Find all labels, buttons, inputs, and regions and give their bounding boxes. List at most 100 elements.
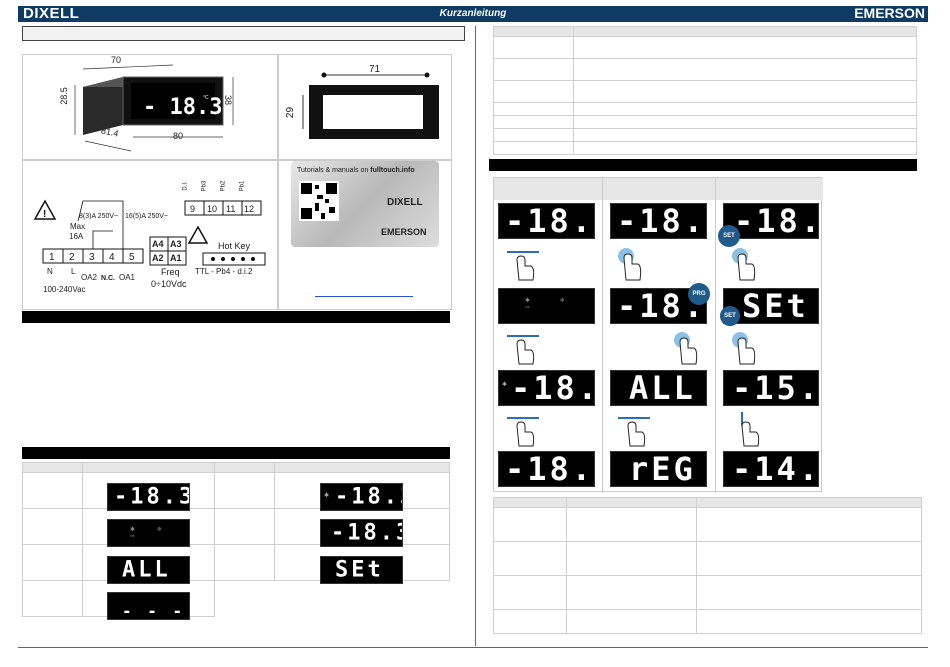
hand-swipe-icon-4 xyxy=(614,412,654,448)
hotkey-label: Hot Key xyxy=(218,241,251,251)
max-current: 16A xyxy=(69,232,84,241)
hand-press-icon-3 xyxy=(668,330,708,366)
step-display-14-value: -14.0 xyxy=(732,451,819,487)
dim-height-28-5: 28.5 xyxy=(58,87,69,105)
qr-caption-prefix: Tutorials & manuals on xyxy=(297,167,371,174)
step-display-all-value: ALL xyxy=(629,370,696,406)
step-display-1-value: -18.3 xyxy=(505,203,595,239)
step-display-final-temp-value: -18.3 xyxy=(505,451,595,487)
emerson-logo: EMERSON xyxy=(854,5,925,21)
terminal-3: 3 xyxy=(89,252,95,263)
device-display-value: - 18.3 xyxy=(143,95,223,120)
status-icons: ✱ ❄ ⇨ xyxy=(130,527,172,540)
display-temp-prg: -18.3 xyxy=(320,519,403,547)
grid-col-divider-1 xyxy=(602,178,603,493)
section-bar-1 xyxy=(22,311,450,323)
freq-range: 0÷10Vdc xyxy=(151,279,187,289)
header-bar: DIXELL Kurzanleitung EMERSON xyxy=(18,5,928,22)
relay1-rating: 8(3)A 250V~ xyxy=(79,213,119,220)
column-divider xyxy=(475,26,476,646)
step-display-temp-icons-value: -18.3 xyxy=(511,370,594,406)
device-display-unit: °C xyxy=(203,95,209,101)
step-display-reg: rEG xyxy=(610,451,707,487)
display-temp-icons-value: -18.3 xyxy=(335,484,402,510)
terminal-2: 2 xyxy=(69,252,75,263)
relay2-rating: 16(5)A 250V~ xyxy=(125,213,169,220)
step-display-set-value: SEt xyxy=(742,288,809,324)
display-all: ALL xyxy=(107,556,190,584)
terminal-5: 5 xyxy=(129,252,135,263)
qr-panel: Tutorials & manuals on fulltouch.info DI… xyxy=(278,160,452,310)
qr-brand-dixell: DIXELL xyxy=(387,197,423,208)
set-button-badge[interactable]: SET xyxy=(718,225,740,247)
terminal-a1: A1 xyxy=(170,253,182,263)
footer-rule xyxy=(18,647,928,648)
step-display-temp-icons: ✱-18.3 xyxy=(498,370,595,406)
di-label: D.I. xyxy=(182,181,189,191)
qr-card: Tutorials & manuals on fulltouch.info DI… xyxy=(291,161,439,247)
display-all-value: ALL xyxy=(122,557,171,583)
qr-caption: Tutorials & manuals on fulltouch.info xyxy=(297,167,415,174)
terminal-1: 1 xyxy=(49,252,55,263)
hand-press-icon xyxy=(612,246,652,282)
step-status-icons: ✱ ❄ ⇨ xyxy=(525,298,579,311)
cutout-width: 71 xyxy=(369,64,381,75)
supply-label: 100-240Vac xyxy=(43,285,86,294)
device-svg xyxy=(74,64,234,152)
fulltouch-link-underline[interactable] xyxy=(315,296,413,297)
qr-caption-site: fulltouch.info xyxy=(370,167,415,174)
set-button-badge-2[interactable]: SET xyxy=(720,306,740,326)
terminal-a4: A4 xyxy=(152,239,164,249)
display-temp-icons: ✱ -18.3 xyxy=(320,483,403,511)
pb2-label: Pb2 xyxy=(220,180,227,192)
display-icons-only: ✱ ❄ ⇨ xyxy=(107,519,190,547)
grid-col-divider-2 xyxy=(715,178,716,493)
step-display-final-temp: -18.3 xyxy=(498,451,595,487)
qr-brand-emerson: EMERSON xyxy=(381,227,427,237)
pb1-label: Pb1 xyxy=(239,180,246,192)
step-display-reg-value: rEG xyxy=(629,451,696,487)
section-title-bar xyxy=(22,26,465,41)
display-dashes: - - - xyxy=(107,592,190,620)
line-label: L xyxy=(71,267,76,276)
hand-press-icon-4 xyxy=(726,330,766,366)
section-bar-2 xyxy=(22,447,450,459)
step-display-set: SEt xyxy=(723,288,819,324)
max-label: Max xyxy=(70,222,86,231)
wiring-svg: ! xyxy=(33,199,266,266)
step-display-icons: ✱ ❄ ⇨ xyxy=(498,288,595,324)
display-temp-prg-value: -18.3 xyxy=(331,520,402,546)
display-dashes-value: - - - xyxy=(122,601,186,620)
fan-icon: ✱ xyxy=(324,493,330,499)
section-bar-3 xyxy=(489,159,917,171)
panel-cutout-drawing: 71 29 xyxy=(278,54,452,160)
step-fan-icon: ✱ xyxy=(502,382,508,388)
oa2-label: OA2 xyxy=(81,273,98,282)
dim-height-38: 38 xyxy=(223,94,234,106)
hand-swipe-icon-2 xyxy=(503,330,543,366)
pb3-label: Pb3 xyxy=(201,180,208,192)
step-display-1: -18.3 xyxy=(498,203,595,239)
qr-code-icon xyxy=(299,181,339,221)
neutral-label: N xyxy=(47,267,53,276)
hand-swipe-vertical-icon xyxy=(728,412,768,448)
dim-width-70: 70 xyxy=(111,55,122,65)
parameter-table-top xyxy=(493,26,917,155)
step-display-14: -14.0 xyxy=(723,451,819,487)
step-display-15-value: -15.0 xyxy=(732,370,819,406)
step-display-15: -15.0 xyxy=(723,370,819,406)
terminal-11: 11 xyxy=(226,204,236,214)
terminal-4: 4 xyxy=(109,252,115,263)
hand-swipe-icon-3 xyxy=(503,412,543,448)
cutout-svg xyxy=(302,72,439,139)
svg-text:!: ! xyxy=(43,209,46,220)
device-dimension-drawing: 70 28.5 38 81.4 80 - 18.3 °C xyxy=(22,54,278,160)
hand-swipe-icon xyxy=(503,246,543,282)
step-display-3-value: -18.3 xyxy=(734,203,818,239)
step-display-2: -18.3 xyxy=(610,203,707,239)
step-display-prg: -18.3 xyxy=(610,288,707,324)
document-title: Kurzanleitung xyxy=(439,8,507,19)
terminal-a3: A3 xyxy=(170,239,182,249)
prg-button-badge[interactable]: PRG xyxy=(688,283,710,305)
hand-press-icon-2 xyxy=(726,246,766,282)
